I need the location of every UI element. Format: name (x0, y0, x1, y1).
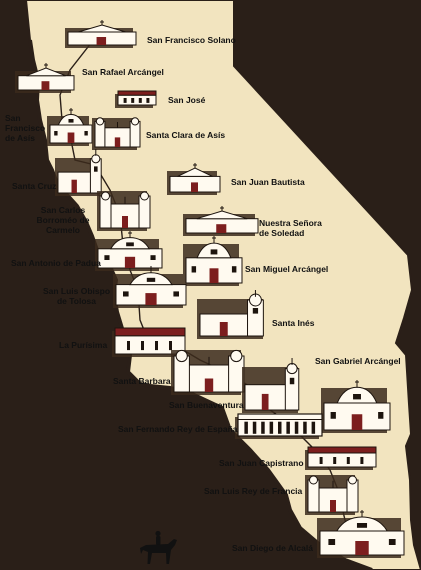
label-santa-ines: Santa Inés (272, 318, 315, 328)
label-san-juan-capistrano: San Juan Capistrano (219, 458, 304, 468)
label-san-carlos-borromeo: San Carlos Borroméo de Carmelo (36, 205, 90, 235)
mission-rafael-icon (15, 63, 75, 93)
label-san-diego-de-alcala: San Diego de Alcalá (232, 543, 313, 553)
mission-solano-icon (65, 20, 137, 48)
label-san-antonio-de-padua: San Antonio de Padua (11, 258, 101, 268)
label-santa-barbara: Santa Barbara (113, 376, 171, 386)
mission-miguel-icon (183, 236, 243, 286)
horse-rider-icon (140, 530, 177, 564)
label-santa-cruz: Santa Cruz (12, 181, 57, 191)
mission-buenaventura-icon (242, 358, 300, 413)
label-san-francisco-solano: San Francisco Solano (147, 35, 236, 45)
mission-antonio-icon (95, 231, 163, 271)
mission-rey-icon (305, 475, 359, 515)
mission-capistrano-icon (305, 446, 377, 470)
mission-francisco-icon (47, 108, 93, 146)
mission-obispo-icon (113, 266, 187, 308)
label-san-fernando-rey: San Fernando Rey de España (118, 424, 238, 434)
mission-cruz-icon (55, 149, 102, 196)
label-san-francisco-de-asis: San Francisco de Asís (5, 113, 46, 143)
label-nuestra-senora-de-soledad: Nuestra Señora de Soledad (259, 218, 322, 238)
label-san-gabriel-arcangel: San Gabriel Arcángel (315, 356, 401, 366)
coastline (28, 39, 373, 570)
mission-barbara-icon (171, 349, 245, 395)
mission-fernando-icon (235, 413, 323, 439)
mission-bautista-icon (167, 163, 221, 195)
label-san-luis-rey: San Luis Rey de Francia (204, 486, 303, 496)
label-san-juan-bautista: San Juan Bautista (231, 177, 305, 187)
mission-clara-icon (92, 117, 141, 150)
label-san-luis-obispo: San Luis Obispo de Tolosa (42, 286, 111, 306)
mission-carlos-icon (97, 191, 151, 231)
mission-gabriel-icon (321, 380, 391, 433)
label-la-purisima: La Purísima (59, 340, 108, 350)
label-san-miguel-arcangel: San Miguel Arcángel (245, 264, 329, 274)
mission-purisima-icon (112, 327, 186, 357)
mission-jose-icon (115, 90, 157, 108)
label-san-rafael-arcangel: San Rafael Arcángel (82, 67, 164, 77)
label-san-jose: San José (168, 95, 206, 105)
mission-ines-icon (197, 290, 264, 339)
mission-diego-icon (317, 510, 405, 558)
label-santa-clara-de-asis: Santa Clara de Asís (146, 130, 226, 140)
mission-soledad-icon (183, 206, 259, 236)
label-san-buenaventura: San Buenaventura (169, 400, 244, 410)
